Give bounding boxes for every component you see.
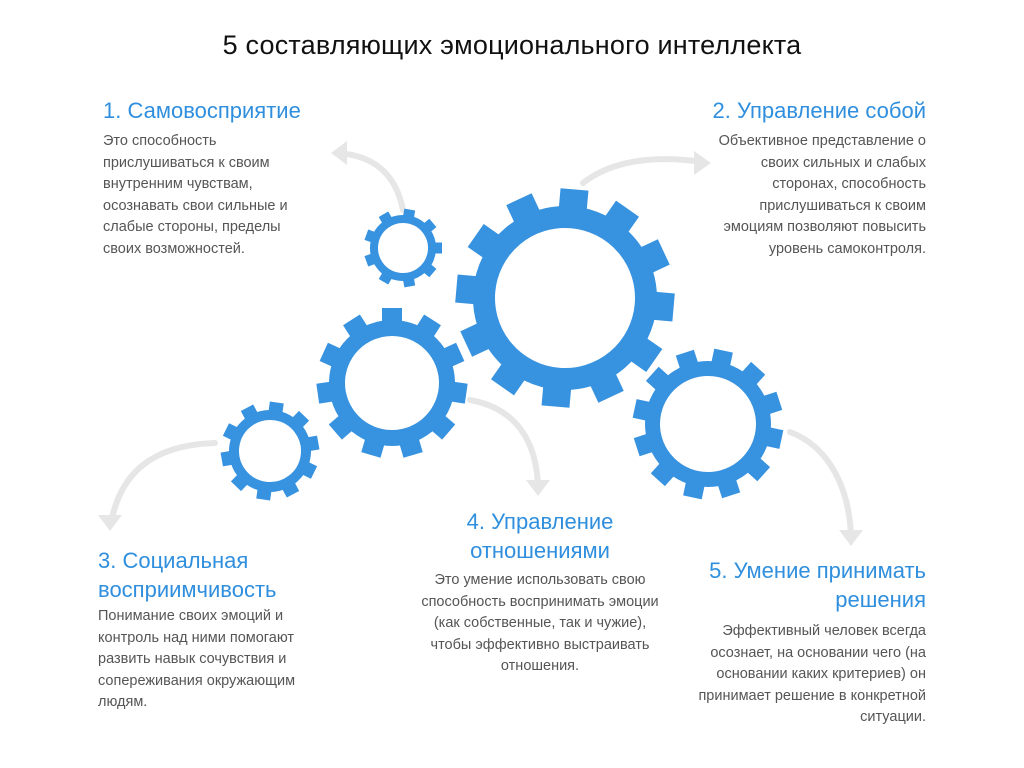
gear-tooth bbox=[430, 414, 456, 440]
gear-tooth bbox=[319, 342, 342, 368]
gear-tooth bbox=[378, 211, 393, 225]
gear-icon bbox=[632, 348, 784, 500]
gear-tooth bbox=[301, 461, 318, 479]
gear-tooth bbox=[639, 239, 670, 274]
gear-tooth bbox=[291, 410, 310, 429]
arrowhead-4 bbox=[526, 480, 550, 496]
arrowhead-1 bbox=[331, 141, 347, 165]
arrow-to-decision-making bbox=[787, 429, 854, 541]
gear-tooth bbox=[422, 218, 437, 233]
arrow-to-self-awareness bbox=[334, 150, 406, 213]
gear-tooth bbox=[281, 481, 300, 498]
desc-relationship-management: Это умение использовать свою способность… bbox=[421, 572, 659, 674]
gears-layer bbox=[220, 188, 784, 501]
gear-tooth bbox=[343, 314, 368, 338]
gear-tooth bbox=[416, 314, 441, 338]
desc-self-management: Объективное представление о своих сильны… bbox=[718, 133, 926, 257]
gear-tooth bbox=[222, 423, 239, 441]
gear-ring bbox=[370, 215, 436, 281]
gear-tooth bbox=[741, 361, 766, 386]
gear-tooth bbox=[558, 188, 589, 211]
gear-tooth bbox=[491, 362, 526, 396]
gear-icon bbox=[316, 308, 468, 458]
gear-tooth bbox=[240, 404, 259, 421]
gear-tooth bbox=[442, 342, 465, 368]
page-title: 5 составляющих эмоционального интеллекта bbox=[222, 30, 802, 60]
gear-tooth bbox=[467, 224, 501, 259]
gear-icon bbox=[220, 401, 320, 501]
gear-tooth bbox=[604, 200, 639, 234]
gear-tooth bbox=[230, 473, 249, 492]
arrow-to-relationship-management bbox=[467, 397, 541, 491]
gear-ring bbox=[329, 320, 455, 446]
gear-tooth bbox=[378, 271, 393, 285]
gear-ring bbox=[645, 361, 771, 487]
gear-tooth bbox=[455, 274, 478, 305]
gear-tooth bbox=[746, 457, 771, 482]
gear-icon bbox=[364, 208, 442, 288]
gear-tooth bbox=[422, 263, 437, 278]
arrow-to-social-awareness bbox=[108, 440, 218, 526]
gear-tooth bbox=[506, 193, 541, 224]
gear-tooth bbox=[541, 385, 572, 408]
gear-tooth bbox=[460, 322, 491, 357]
desc-decision-making: Эффективный человек всегда осознает, на … bbox=[698, 623, 926, 725]
heading-social-awareness: 3. Социальная восприимчивость bbox=[98, 548, 277, 602]
gear-tooth bbox=[589, 372, 624, 403]
desc-social-awareness: Понимание своих эмоций и контроль над ни… bbox=[98, 608, 296, 710]
gear-ring bbox=[229, 410, 311, 492]
arrowhead-2 bbox=[694, 151, 711, 175]
gear-tooth bbox=[652, 291, 675, 322]
gear-tooth bbox=[382, 308, 402, 323]
heading-decision-making: 5. Умение принимать решения bbox=[709, 558, 926, 612]
heading-self-awareness: 1. Самовосприятие bbox=[103, 98, 301, 123]
gear-icon bbox=[455, 188, 675, 408]
heading-relationship-management: 4. Управление отношениями bbox=[466, 509, 614, 563]
heading-self-management: 2. Управление собой bbox=[712, 98, 926, 123]
arrow-to-self-management bbox=[580, 156, 706, 186]
gear-tooth bbox=[645, 366, 670, 391]
arrowhead-5 bbox=[839, 530, 863, 546]
gear-ring bbox=[473, 206, 657, 390]
gear-tooth bbox=[328, 414, 354, 440]
gear-tooth bbox=[629, 337, 663, 372]
desc-self-awareness: Это способность прислушиваться к своим в… bbox=[103, 133, 288, 257]
gear-tooth bbox=[650, 462, 675, 487]
arrowhead-3 bbox=[98, 515, 122, 531]
